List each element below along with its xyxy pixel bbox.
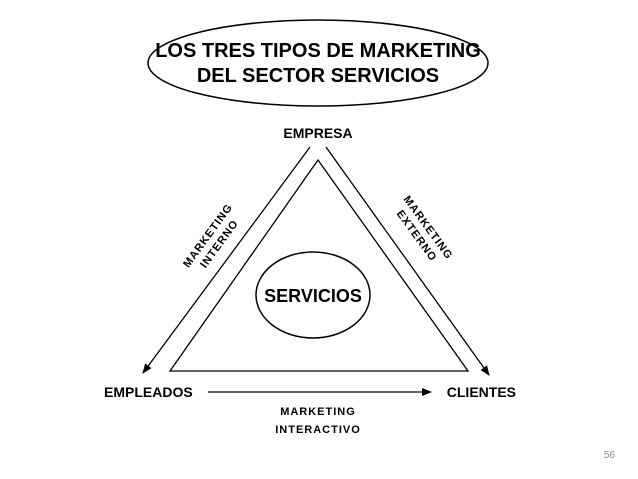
title-line-2: DEL SECTOR SERVICIOS xyxy=(197,65,439,87)
arrow-marketing-externo xyxy=(325,146,490,376)
title-line-1: LOS TRES TIPOS DE MARKETING xyxy=(155,40,481,62)
vertex-clientes: CLIENTES xyxy=(447,384,516,400)
arrow-marketing-interno xyxy=(142,146,311,374)
vertex-empleados: EMPLEADOS xyxy=(104,384,193,400)
edge-bottom-line-2: INTERACTIVO xyxy=(275,424,361,436)
center-label: SERVICIOS xyxy=(264,286,362,306)
edge-bottom-line-1: MARKETING xyxy=(280,406,356,418)
vertex-empresa: EMPRESA xyxy=(283,125,352,141)
inner-triangle xyxy=(168,158,470,372)
title-ellipse xyxy=(147,19,489,107)
page-number: 56 xyxy=(603,450,615,461)
center-ellipse xyxy=(255,251,371,339)
